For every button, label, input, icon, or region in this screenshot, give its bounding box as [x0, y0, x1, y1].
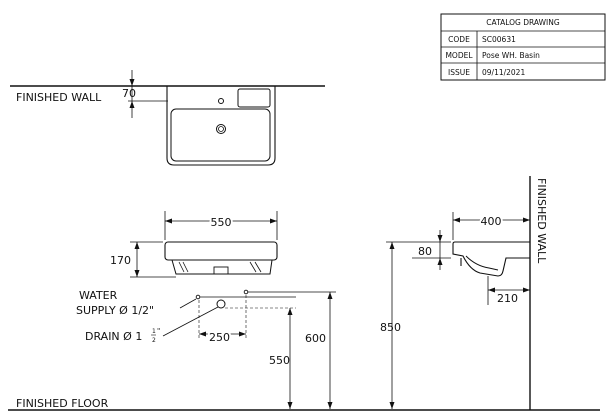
drain-point — [216, 299, 226, 309]
title-block-code-label: CODE — [448, 35, 470, 44]
drain-label: DRAIN Ø 1 1 2 " — [85, 327, 160, 344]
title-block: CATALOG DRAWING CODE SC00631 MODEL Pose … — [440, 13, 606, 81]
front-view: 550 170 WATER SUPPLY Ø 1/2" DRAIN Ø 1 1 … — [76, 211, 336, 409]
dim-supply-height: 600 — [305, 332, 326, 345]
basin-top-outline — [166, 86, 276, 166]
finished-floor-label: FINISHED FLOOR — [16, 397, 109, 410]
title-block-code-value: SC00631 — [482, 35, 516, 44]
dim-top-view-wall-offset: 70 — [122, 87, 136, 100]
svg-text:DRAIN Ø 1: DRAIN Ø 1 — [85, 330, 142, 343]
basin-bowl-top — [170, 108, 271, 162]
basin-shelf — [237, 88, 271, 108]
title-block-model-label: MODEL — [445, 51, 473, 60]
water-supply-label-2: SUPPLY Ø 1/2" — [76, 304, 154, 317]
tap-hole — [218, 98, 224, 104]
dim-side-rim-thickness: 80 — [418, 245, 432, 258]
finished-wall-top-label: FINISHED WALL — [16, 91, 102, 104]
water-supply-label-1: WATER — [79, 289, 118, 302]
title-block-issue-label: ISSUE — [448, 68, 470, 77]
dim-side-depth: 400 — [481, 215, 502, 228]
dim-front-width: 550 — [211, 216, 232, 229]
drain-hole — [216, 124, 226, 134]
top-view: FINISHED WALL 70 — [10, 70, 325, 166]
dim-drain-height: 550 — [269, 354, 290, 367]
finished-wall-side-label: FINISHED WALL — [535, 178, 548, 264]
svg-text:": " — [157, 327, 160, 335]
front-drain-fitting — [213, 266, 229, 275]
supply-point-left — [195, 294, 201, 300]
dim-side-drain-offset: 210 — [497, 292, 518, 305]
dim-rim-height: 850 — [380, 321, 401, 334]
basin-side-outline — [452, 241, 530, 277]
dim-front-height: 170 — [110, 254, 131, 267]
svg-text:2: 2 — [152, 337, 156, 344]
title-block-issue-value: 09/11/2021 — [482, 68, 525, 77]
side-view: FINISHED WALL 400 80 210 850 — [380, 176, 548, 410]
svg-text:1: 1 — [152, 328, 156, 335]
supply-point-right — [243, 289, 249, 295]
title-block-header: CATALOG DRAWING — [486, 18, 560, 27]
title-block-model-value: Pose WH. Basin — [482, 51, 540, 60]
dim-supply-spacing: 250 — [209, 331, 230, 344]
basin-front-rim — [164, 241, 278, 261]
